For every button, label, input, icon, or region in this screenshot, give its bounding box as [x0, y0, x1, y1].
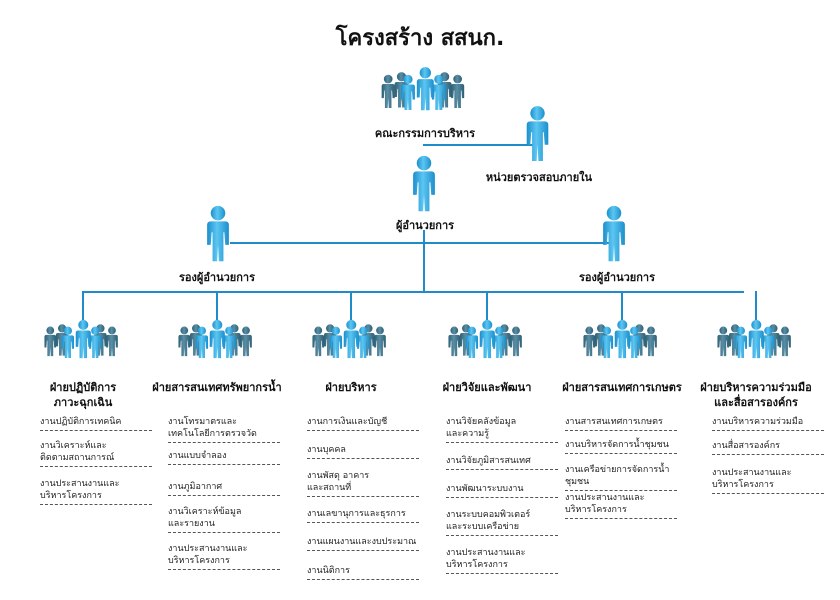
board-group-icon [381, 67, 465, 111]
department-task-item: งานวิเคราะห์ข้อมูล และรายงาน [168, 506, 280, 533]
director-label: ผู้อำนวยการ [395, 219, 455, 232]
department-task-item: งานแผนงานและงบประมาณ [307, 536, 419, 551]
deputy-left-person-icon [207, 205, 229, 262]
department-task-item: งานเครือข่ายการจัดการน้ำชุมชน [565, 464, 677, 491]
department-task-item: งานการเงินและบัญชี [307, 416, 419, 431]
audit-person-icon [526, 106, 549, 161]
deputy-right-person-icon [603, 205, 625, 262]
deputy-left-label: รองผู้อำนวยการ [178, 271, 255, 284]
department-name: ฝ่ายสารสนเทศการเกษตร [562, 381, 682, 394]
department-task-item: งานพัสดุ อาคาร และสถานที่ [307, 470, 419, 497]
department-group-icon-4 [448, 319, 522, 359]
department-group-icon-1 [44, 319, 118, 359]
chart-title: โครงสร้าง สสนก. [335, 26, 505, 51]
department-task-item: งานโทรมาตรและ เทคโนโลยีการตรวจวัด [168, 416, 280, 443]
department-task-item: งานพัฒนาระบบงาน [446, 483, 558, 498]
department-group-icon-5 [583, 319, 657, 359]
department-task-item: งานบริหารจัดการน้ำชุมชน [565, 439, 677, 454]
department-task-item: งานปฏิบัติการเทคนิค [40, 416, 152, 431]
department-task-item: งานประสานงานและ บริหารโครงการ [565, 492, 677, 519]
director-trunk-connector [423, 230, 425, 292]
department-name: ฝ่ายบริหาร [325, 381, 377, 394]
department-task-item: งานสารสนเทศการเกษตร [565, 416, 677, 431]
department-drop-connector-3 [350, 291, 352, 325]
department-drop-connector-6 [755, 291, 757, 325]
department-group-icon-2 [178, 319, 252, 359]
department-task-item: งานภูมิอากาศ [168, 481, 280, 496]
department-task-item: งานบริหารความร่วมมือ [712, 416, 824, 431]
board-audit-connector [423, 144, 537, 146]
department-task-item: งานประสานงานและ บริหารโครงการ [40, 478, 152, 505]
director-person-icon [413, 155, 435, 212]
department-task-item: งานสื่อสารองค์กร [712, 440, 824, 455]
department-task-item: งานประสานงานและ บริหารโครงการ [712, 467, 824, 494]
department-task-item: งานประสานงานและ บริหารโครงการ [168, 543, 280, 570]
department-bus-connector [83, 291, 744, 293]
department-task-item: งานประสานงานและ บริหารโครงการ [446, 547, 558, 574]
department-group-icon-3 [312, 319, 386, 359]
department-task-item: งานวิจัยคลังข้อมูล และความรู้ [446, 416, 558, 443]
department-group-icon-6 [717, 319, 791, 359]
department-name: ฝ่ายปฏิบัติการ ภาวะฉุกเฉิน [49, 381, 117, 409]
department-name: ฝ่ายวิจัยและพัฒนา [442, 381, 532, 394]
department-task-item: งานแบบจำลอง [168, 450, 280, 465]
board-label: คณะกรรมการบริหาร [374, 127, 476, 140]
department-task-item: งานบุคคล [307, 444, 419, 459]
department-name: ฝ่ายบริหารความร่วมมือ และสื่อสารองค์กร [700, 381, 812, 409]
department-task-item: งานวิจัยภูมิสารสนเทศ [446, 455, 558, 470]
department-task-item: งานวิเคราะห์และ ติดตามสถานการณ์ [40, 440, 152, 467]
department-name: ฝ่ายสารสนเทศทรัพยากรน้ำ [152, 381, 282, 394]
deputy-right-label: รองผู้อำนวยการ [578, 271, 655, 284]
department-drop-connector-5 [621, 291, 623, 325]
department-task-item: งานนิติการ [307, 565, 419, 580]
department-drop-connector-4 [486, 291, 488, 325]
department-task-item: งานระบบคอมพิวเตอร์ และระบบเครือข่าย [446, 509, 558, 536]
department-drop-connector-1 [82, 291, 84, 325]
department-task-item: งานเลขานุการและธุรการ [307, 508, 419, 523]
department-drop-connector-2 [216, 291, 218, 325]
audit-label: หน่วยตรวจสอบภายใน [485, 171, 593, 184]
